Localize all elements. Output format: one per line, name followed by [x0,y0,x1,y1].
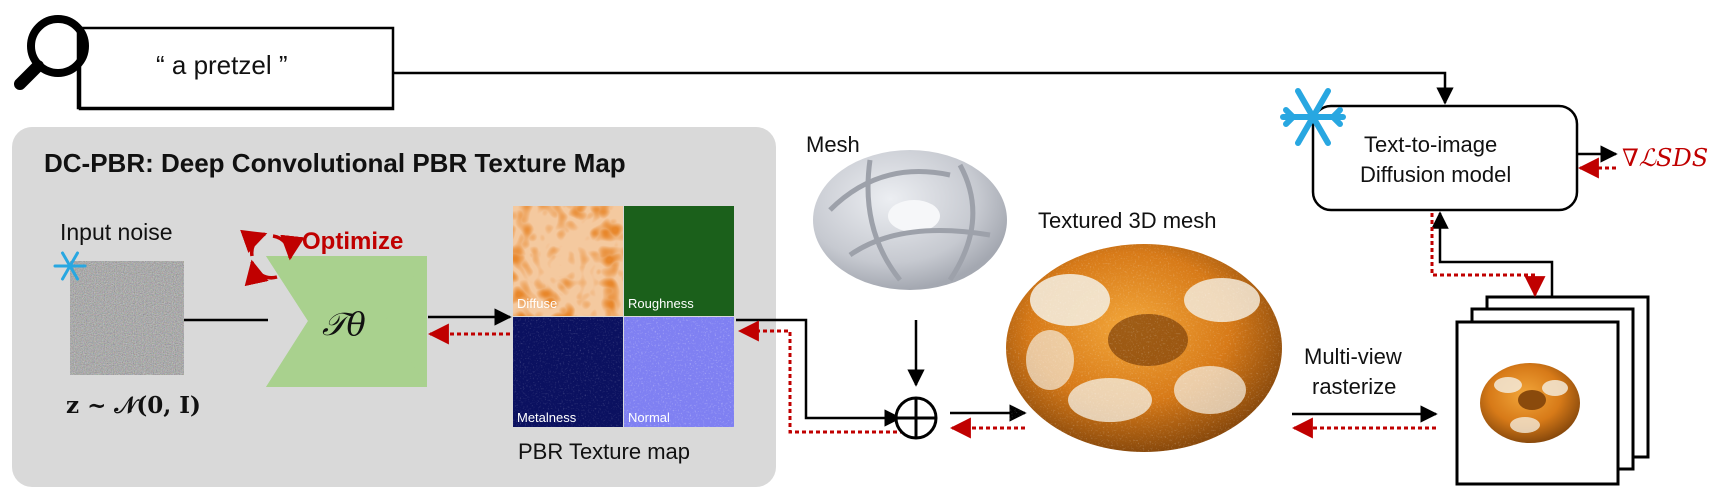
diffuse-tile-label: Diffuse [517,296,558,311]
dc-pbr-title: DC-PBR: Deep Convolutional PBR Texture M… [44,148,626,178]
diffusion-label-line1: Text-to-image [1364,132,1498,157]
snowflake-icon-small [53,251,87,281]
texture-normal-tile [624,317,734,427]
diffusion-label-line2: Diffusion model [1360,162,1512,187]
textured-mesh-label: Textured 3D mesh [1038,208,1217,233]
mesh-label: Mesh [806,132,860,157]
texture-map-label: PBR Texture map [518,439,691,464]
mesh-image [813,150,1007,290]
metalness-tile-label: Metalness [517,410,577,425]
search-icon [14,15,89,90]
texture-metalness-tile [513,317,623,427]
prompt-text[interactable]: “ a pretzel ” [156,50,288,80]
combine-icon [894,396,938,440]
input-noise-image [70,261,184,375]
texture-diffuse-tile [513,206,623,316]
rasterize-label-line1: Multi-view [1304,344,1402,369]
textured-mesh-image [1006,244,1282,452]
network-symbol: 𝒯θ [322,305,366,343]
optimize-label: Optimize [302,228,404,255]
rendered-view-image [1480,363,1580,443]
texture-roughness-tile [624,206,734,316]
loss-label: ∇ℒSDS [1622,144,1709,172]
rasterize-label-line2: rasterize [1312,374,1397,399]
normal-tile-label: Normal [628,410,670,425]
optimize-cycle-icon [240,229,305,287]
input-noise-label: Input noise [60,219,173,245]
prompt-to-diffusion-arrow [393,71,1454,105]
snowflake-icon-large [1280,88,1346,146]
z-formula: z ~ 𝒩(0, I) [66,392,201,419]
diffusion-model-box [1311,104,1579,212]
roughness-tile-label: Roughness [628,296,694,311]
